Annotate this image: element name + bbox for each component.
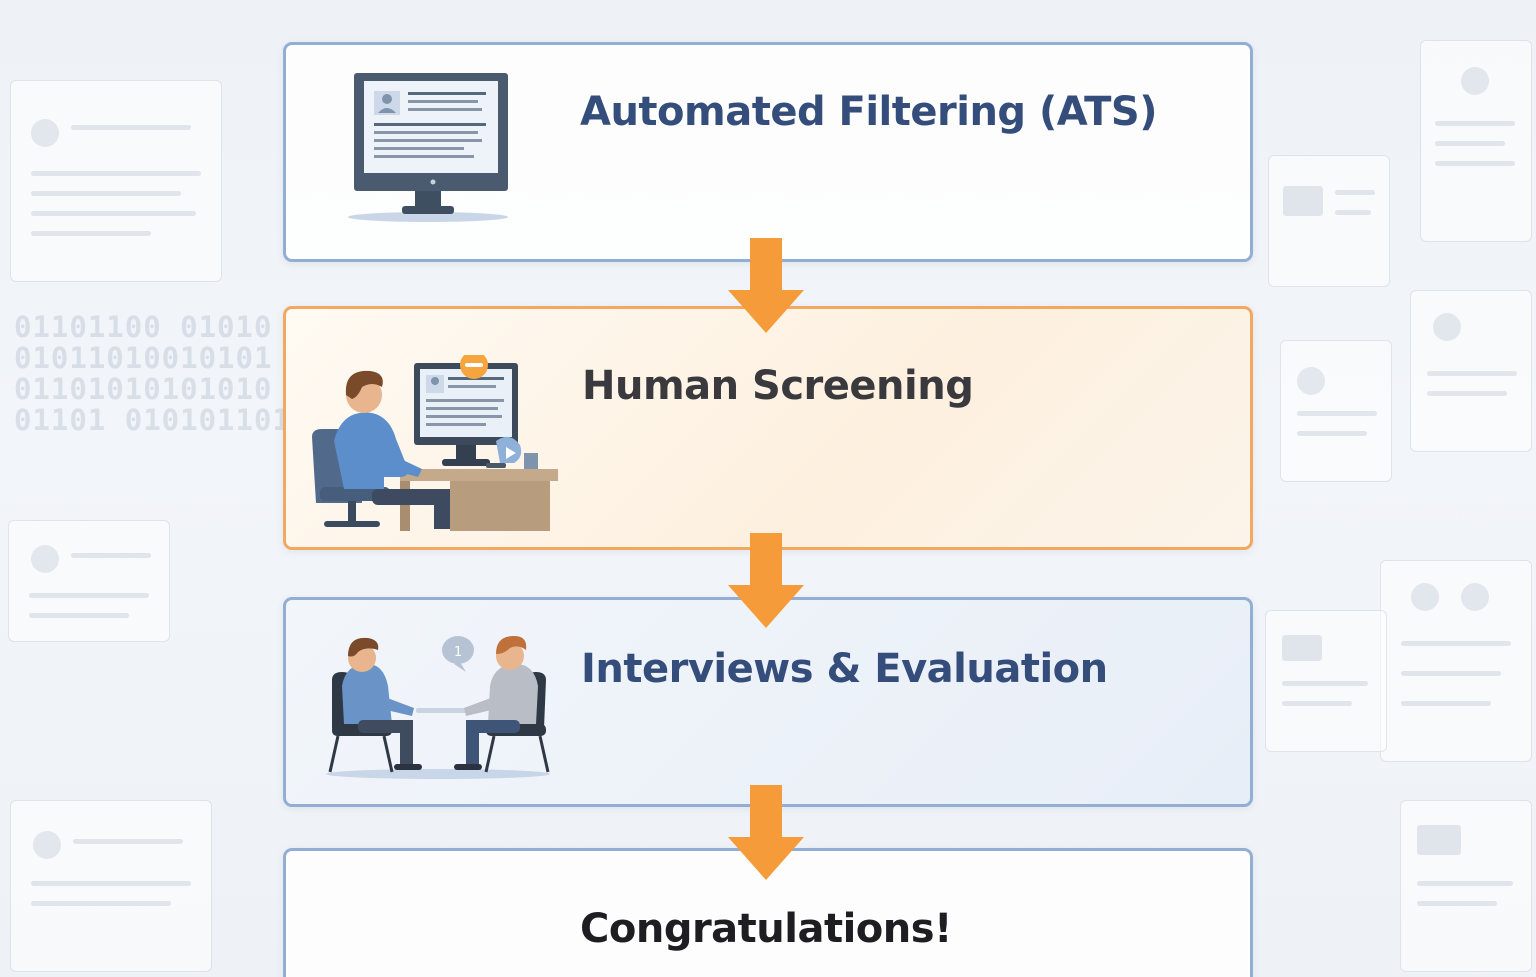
down-arrow-icon (728, 238, 804, 333)
background-document (10, 80, 222, 282)
computer-monitor-icon (348, 73, 508, 222)
stage-interviews: 1 Interviews & Evaluation (283, 597, 1253, 807)
background-document (1280, 340, 1392, 482)
down-arrow-icon (728, 785, 804, 880)
stage-title: Automated Filtering (ATS) (580, 89, 1158, 135)
background-document (1380, 560, 1532, 762)
stage-automated-filtering: Automated Filtering (ATS) (283, 42, 1253, 262)
person-at-desk-icon (312, 355, 558, 531)
stage-title: Interviews & Evaluation (581, 646, 1108, 692)
background-document (1268, 155, 1390, 287)
background-document (1400, 800, 1532, 972)
background-document (8, 520, 170, 642)
stage-title: Congratulations! (580, 906, 952, 952)
background-document (10, 800, 212, 972)
interview-people-icon: 1 (326, 636, 550, 779)
stage-human-screening: Human Screening (283, 306, 1253, 550)
stage-title: Human Screening (582, 363, 974, 409)
background-document (1420, 40, 1532, 242)
background-document (1265, 610, 1387, 752)
svg-text:1: 1 (454, 645, 462, 660)
background-document (1410, 290, 1532, 452)
down-arrow-icon (728, 533, 804, 628)
